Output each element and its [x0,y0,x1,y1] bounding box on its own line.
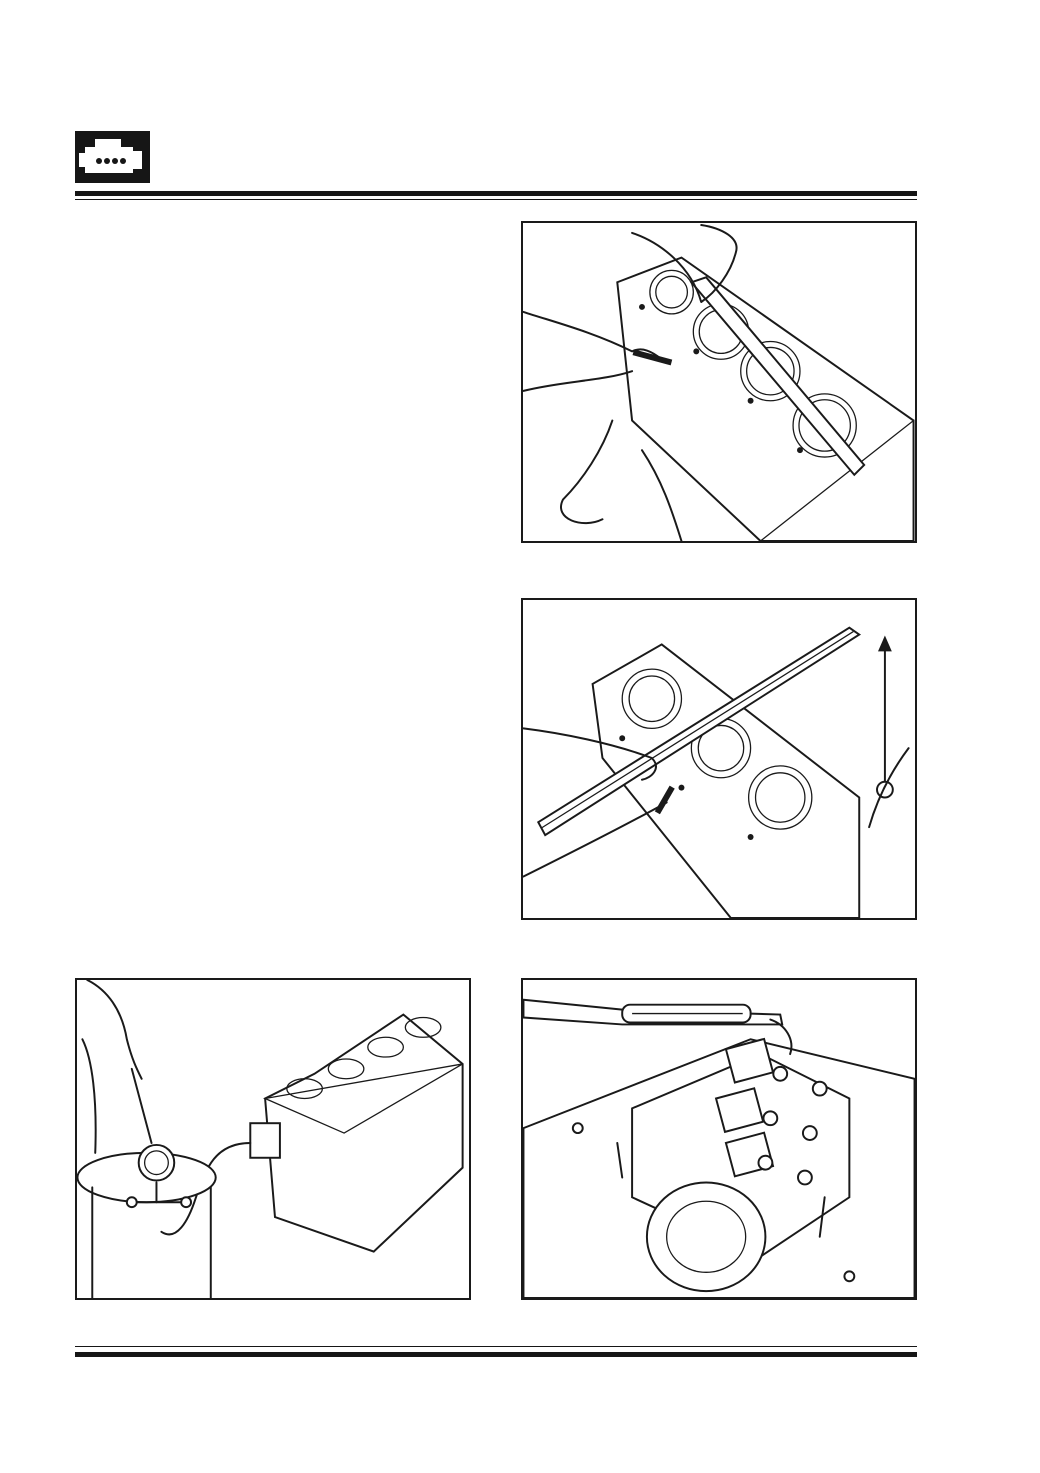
header-rule-thin [75,199,917,200]
straight-edge-illustration [523,223,915,541]
engine-icon [79,139,142,173]
footer-rule-thick [75,1352,917,1357]
engine-logo [75,131,150,183]
diagonal-straight-edge-illustration [523,626,910,918]
torque-wrench-illustration [523,998,915,1298]
figure-diagonal-straight-edge [521,598,917,920]
footer-rule-thin [75,1346,917,1347]
header-rule-thick [75,191,917,196]
figure-torque-wrench [521,978,917,1300]
figure-straight-edge-block [521,221,917,543]
pressure-test-illustration [77,980,464,1298]
figure-pressure-test [75,978,471,1300]
